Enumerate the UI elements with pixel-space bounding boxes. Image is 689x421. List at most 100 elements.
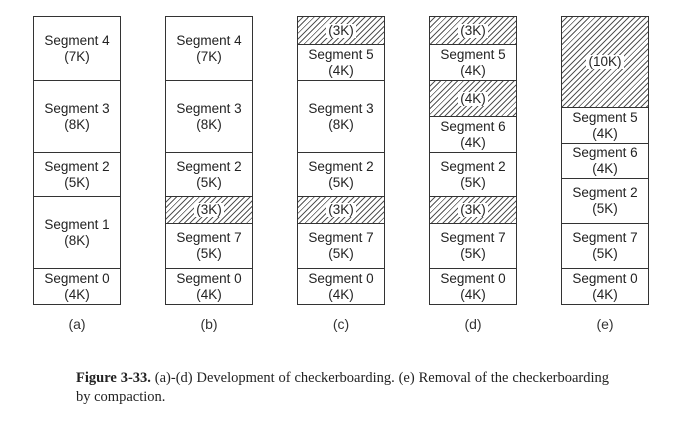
memory-segment: Segment 6(4K): [430, 116, 516, 152]
memory-segment: Segment 7(5K): [562, 223, 648, 268]
memory-segment: Segment 5(4K): [562, 107, 648, 143]
segment-name: Segment 5: [440, 46, 506, 62]
segment-name: Segment 3: [44, 100, 110, 116]
segment-name: Segment 0: [440, 270, 506, 286]
memory-segment: Segment 6(4K): [562, 143, 648, 178]
free-hole: (3K): [430, 196, 516, 223]
memory-segment: Segment 3(8K): [166, 80, 252, 152]
memory-segment: Segment 5(4K): [430, 44, 516, 80]
segment-size: (5K): [460, 174, 486, 190]
memory-segment: Segment 2(5K): [166, 152, 252, 196]
free-hole: (3K): [298, 196, 384, 223]
segment-size: (4K): [64, 286, 90, 302]
segment-size: (8K): [64, 232, 90, 248]
segment-name: Segment 7: [308, 230, 374, 245]
segment-size: (4K): [592, 161, 618, 176]
segment-size: (7K): [196, 48, 222, 64]
memory-segment: Segment 4(7K): [166, 17, 252, 80]
free-hole: (4K): [430, 80, 516, 116]
hole-size: (3K): [326, 202, 356, 217]
segment-size: (5K): [460, 246, 486, 261]
memory-segment: Segment 0(4K): [430, 268, 516, 304]
segment-size: (4K): [460, 286, 486, 302]
segment-size: (8K): [328, 116, 354, 132]
caption-label: Figure 3-33.: [76, 369, 151, 386]
memory-segment: Segment 7(5K): [430, 223, 516, 268]
segment-size: (4K): [328, 286, 354, 302]
memory-segment: Segment 0(4K): [34, 268, 120, 304]
segment-name: Segment 0: [44, 270, 110, 286]
memory-column-c: (3K)Segment 5(4K)Segment 3(8K)Segment 2(…: [297, 16, 385, 305]
memory-column-b: Segment 4(7K)Segment 3(8K)Segment 2(5K)(…: [165, 16, 253, 305]
free-hole: (3K): [298, 17, 384, 44]
memory-segment: Segment 2(5K): [430, 152, 516, 196]
hole-size: (3K): [326, 22, 356, 38]
segment-name: Segment 7: [176, 230, 242, 245]
segment-name: Segment 0: [176, 270, 242, 286]
segment-name: Segment 4: [44, 32, 110, 48]
segment-name: Segment 2: [572, 185, 638, 200]
segment-name: Segment 5: [572, 109, 638, 125]
segment-name: Segment 5: [308, 46, 374, 62]
segment-size: (4K): [328, 62, 354, 78]
memory-segment: Segment 7(5K): [298, 223, 384, 268]
memory-column-d: (3K)Segment 5(4K)(4K)Segment 6(4K)Segmen…: [429, 16, 517, 305]
memory-segment: Segment 5(4K): [298, 44, 384, 80]
segment-name: Segment 2: [176, 158, 242, 174]
hole-size: (3K): [458, 22, 488, 38]
free-hole: (10K): [562, 17, 648, 107]
segment-name: Segment 1: [44, 216, 110, 232]
hole-size: (4K): [458, 90, 488, 106]
hole-size: (10K): [586, 54, 624, 69]
segment-name: Segment 7: [572, 230, 638, 245]
memory-column-a: Segment 4(7K)Segment 3(8K)Segment 2(5K)S…: [33, 16, 121, 305]
memory-segment: Segment 0(4K): [298, 268, 384, 304]
column-label: (b): [200, 316, 218, 332]
segment-size: (4K): [592, 286, 618, 302]
memory-segment: Segment 0(4K): [166, 268, 252, 304]
segment-name: Segment 7: [440, 230, 506, 245]
segment-size: (5K): [328, 246, 354, 261]
hole-size: (3K): [458, 202, 488, 217]
segment-size: (5K): [592, 246, 618, 261]
memory-segment: Segment 3(8K): [298, 80, 384, 152]
memory-segment: Segment 4(7K): [34, 17, 120, 80]
free-hole: (3K): [430, 17, 516, 44]
segment-name: Segment 0: [572, 270, 638, 286]
segment-size: (4K): [592, 125, 618, 141]
memory-segment: Segment 2(5K): [298, 152, 384, 196]
segment-size: (4K): [460, 134, 486, 150]
memory-segment: Segment 1(8K): [34, 196, 120, 268]
caption-text: (a)-(d) Development of checkerboarding. …: [76, 369, 609, 405]
segment-name: Segment 2: [308, 158, 374, 174]
hole-size: (3K): [194, 202, 224, 217]
column-label: (e): [596, 316, 614, 332]
segment-name: Segment 3: [176, 100, 242, 116]
column-label: (c): [332, 316, 350, 332]
figure-caption: Figure 3-33. (a)-(d) Development of chec…: [76, 369, 609, 407]
segment-name: Segment 4: [176, 32, 242, 48]
segment-size: (5K): [196, 246, 222, 261]
segment-name: Segment 3: [308, 100, 374, 116]
segment-name: Segment 2: [44, 158, 110, 174]
memory-segment: Segment 2(5K): [34, 152, 120, 196]
segment-size: (4K): [196, 286, 222, 302]
segment-size: (7K): [64, 48, 90, 64]
column-label: (d): [464, 316, 482, 332]
memory-segment: Segment 7(5K): [166, 223, 252, 268]
memory-segment: Segment 2(5K): [562, 178, 648, 223]
memory-column-e: (10K)Segment 5(4K)Segment 6(4K)Segment 2…: [561, 16, 649, 305]
segment-size: (8K): [64, 116, 90, 132]
segment-size: (5K): [328, 174, 354, 190]
memory-segment: Segment 0(4K): [562, 268, 648, 304]
segment-size: (8K): [196, 116, 222, 132]
free-hole: (3K): [166, 196, 252, 223]
segment-name: Segment 6: [572, 145, 638, 160]
segment-size: (5K): [196, 174, 222, 190]
segment-size: (5K): [592, 201, 618, 216]
segment-size: (5K): [64, 174, 90, 190]
segment-name: Segment 0: [308, 270, 374, 286]
memory-segment: Segment 3(8K): [34, 80, 120, 152]
segment-name: Segment 6: [440, 118, 506, 134]
